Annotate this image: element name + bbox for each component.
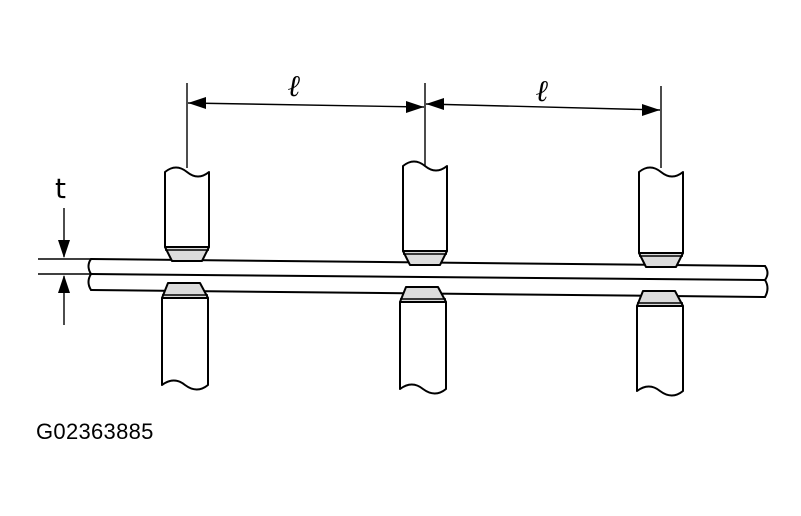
arrowhead (642, 104, 660, 116)
arrowhead (58, 240, 70, 258)
upper-electrode-tip (402, 250, 448, 266)
dimension-line-right (425, 103, 661, 111)
thickness-dimension: t (38, 172, 92, 325)
pitch-label-right: ℓ (536, 74, 549, 109)
electrode-pair-1 (161, 166, 210, 391)
lower-electrode-tip (161, 282, 209, 299)
upper-electrode-tip (164, 246, 210, 262)
sheet-interface-line (90, 273, 766, 281)
arrowhead (426, 98, 444, 110)
thickness-label: t (55, 172, 66, 205)
electrode-pair-3 (636, 166, 684, 397)
pitch-label-left: ℓ (288, 69, 301, 104)
pitch-dimension: ℓ ℓ (186, 69, 662, 168)
upper-electrode-tip (638, 252, 684, 268)
lower-electrode-tip (636, 290, 684, 307)
lower-electrode (399, 301, 447, 395)
arrowhead (188, 97, 206, 109)
arrowhead (406, 101, 424, 113)
lower-electrode (161, 297, 209, 391)
lower-electrode-tip (399, 286, 447, 303)
upper-electrode (638, 166, 684, 254)
electrode-pair-2 (399, 160, 448, 395)
figure-id: G02363885 (36, 419, 154, 444)
sheet-break-right (764, 265, 769, 298)
dimension-line-left (187, 102, 425, 108)
arrowhead (58, 275, 70, 293)
upper-electrode (164, 166, 210, 248)
lower-electrode (636, 305, 684, 397)
upper-electrode (402, 160, 448, 252)
